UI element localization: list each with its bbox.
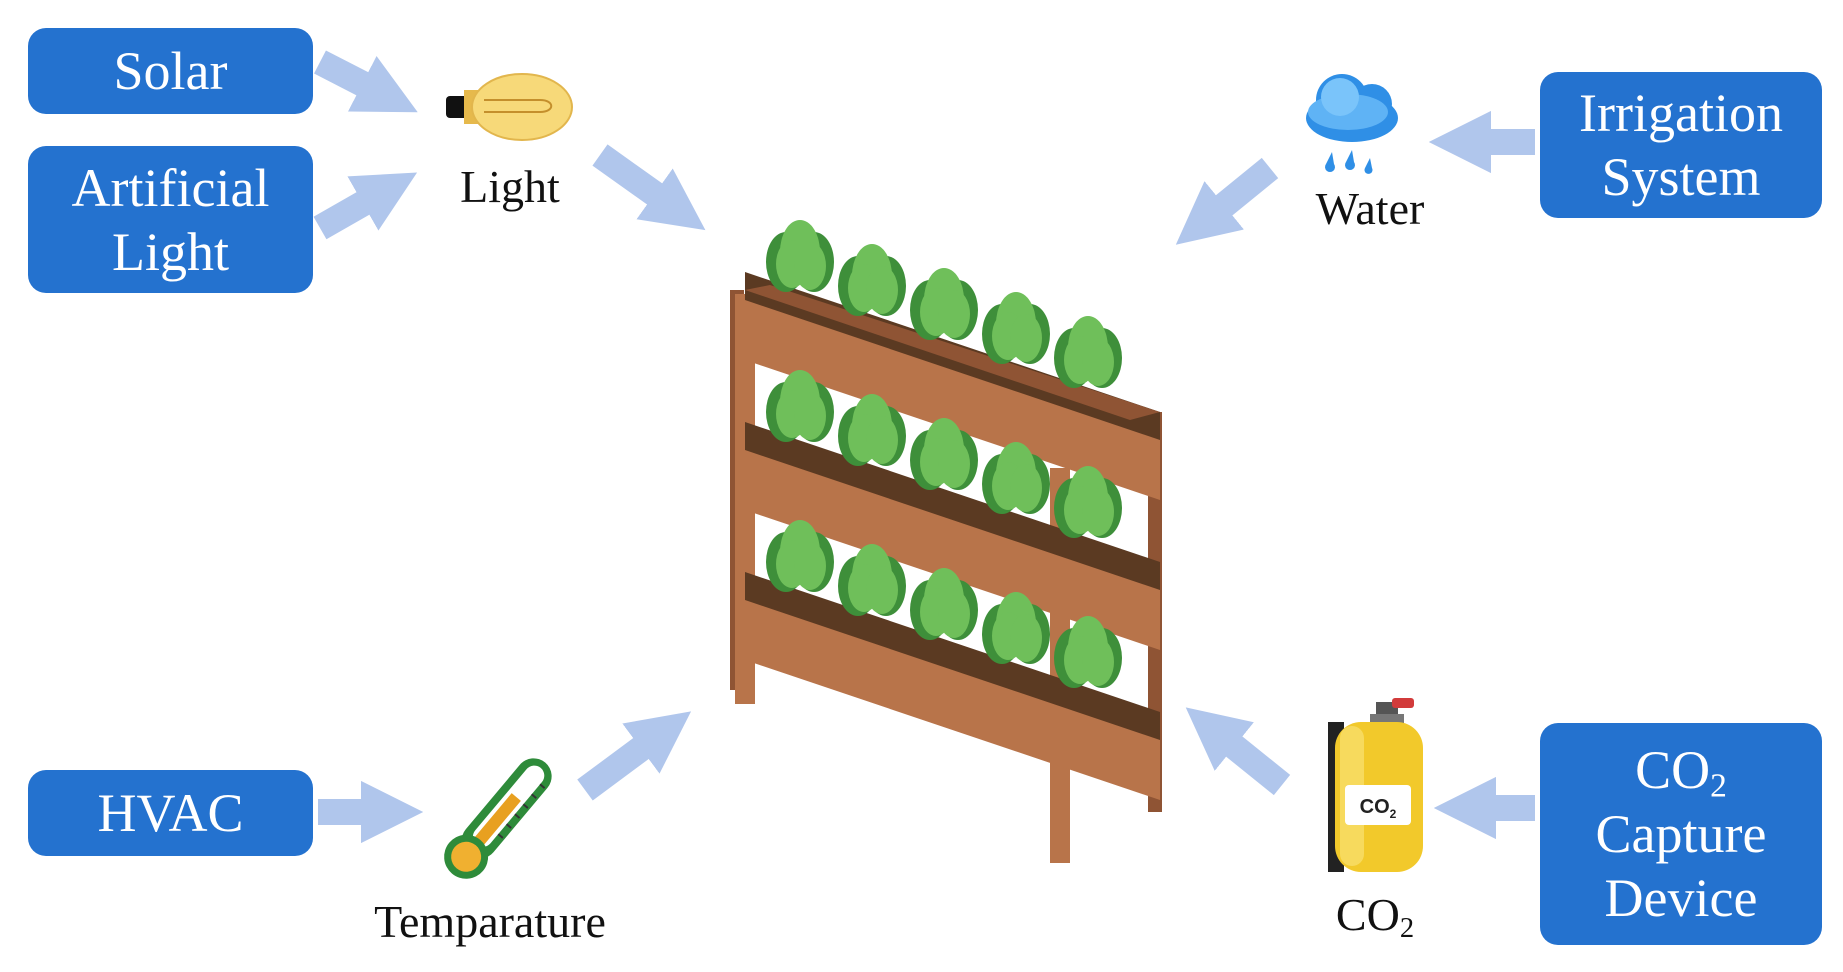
temperature-label: Temparature bbox=[374, 896, 606, 947]
co2-capture-device-box: CO2 Capture Device bbox=[1540, 723, 1822, 945]
lettuce-plant bbox=[1054, 316, 1122, 388]
water-label: Water bbox=[1315, 183, 1425, 234]
co2-capture-label-line1: CO2 bbox=[1635, 740, 1727, 805]
lettuce-plant bbox=[766, 370, 834, 442]
hvac-label: HVAC bbox=[97, 783, 244, 843]
lettuce-plant bbox=[766, 220, 834, 292]
arrow-water-to-shelf bbox=[1175, 157, 1279, 245]
co2-capture-label-line2: Capture bbox=[1595, 804, 1767, 864]
tank-co2-text: CO2 bbox=[1360, 796, 1397, 821]
irrigation-label-line1: Irrigation bbox=[1579, 83, 1783, 143]
arrow-solar-to-light bbox=[314, 50, 418, 113]
lettuce-plant bbox=[982, 442, 1050, 514]
lettuce-plant bbox=[910, 568, 978, 640]
co2-capture-label-line3: Device bbox=[1604, 868, 1758, 928]
lettuce-plant bbox=[766, 520, 834, 592]
lettuce-plant bbox=[838, 544, 906, 616]
solar-label: Solar bbox=[113, 41, 228, 101]
arrow-light-to-shelf bbox=[592, 144, 706, 231]
artificial-light-box: Artificial Light bbox=[28, 146, 313, 293]
shelf-tier-top bbox=[745, 272, 1160, 500]
lettuce-plant bbox=[838, 244, 906, 316]
solar-box: Solar bbox=[28, 28, 313, 114]
shelf-tier-middle bbox=[745, 422, 1160, 650]
arrow-temperature-to-shelf bbox=[577, 711, 692, 801]
artificial-light-label-line2: Light bbox=[112, 221, 229, 282]
arrow-artificial-to-light bbox=[313, 172, 418, 240]
lettuce-plant bbox=[838, 394, 906, 466]
lettuce-plants bbox=[766, 220, 1122, 688]
lettuce-plant bbox=[982, 292, 1050, 364]
arrow-co2-to-shelf bbox=[1185, 707, 1291, 796]
lettuce-plant bbox=[982, 592, 1050, 664]
lettuce-plant bbox=[1054, 616, 1122, 688]
shelf-tier-bottom bbox=[745, 572, 1160, 800]
artificial-light-label-line1: Artificial bbox=[71, 157, 270, 218]
co2-label: CO2 bbox=[1335, 889, 1415, 945]
irrigation-label-line2: System bbox=[1601, 147, 1761, 207]
lettuce-plant bbox=[1054, 466, 1122, 538]
irrigation-system-box: Irrigation System bbox=[1540, 72, 1822, 218]
light-label: Light bbox=[460, 161, 560, 212]
hvac-box: HVAC bbox=[28, 770, 313, 856]
lettuce-plant bbox=[910, 268, 978, 340]
lettuce-plant bbox=[910, 418, 978, 490]
